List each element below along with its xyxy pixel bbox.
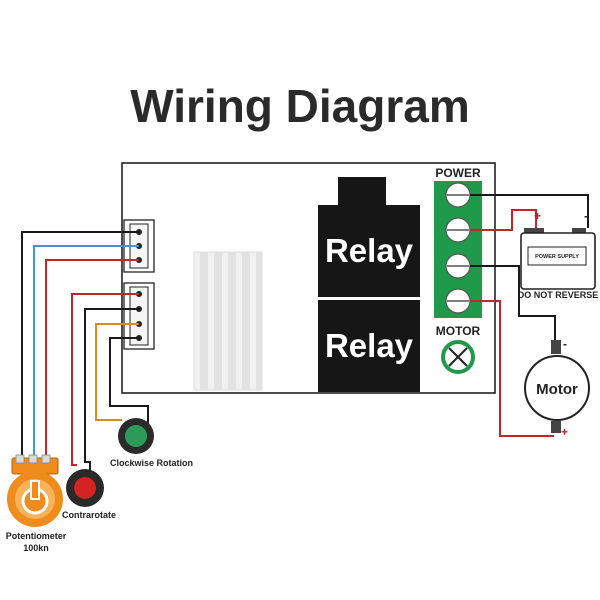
contrarotate-button: Contrarotate <box>62 469 116 520</box>
potentiometer-label-line1: Potentiometer <box>6 531 67 541</box>
wire-common-black-2 <box>109 337 149 424</box>
do-not-reverse-warning: DO NOT REVERSE <box>518 290 599 300</box>
motor-positive-sign: + <box>561 425 568 439</box>
wire-power-positive <box>470 209 537 231</box>
power-supply-negative-sign: - <box>584 209 588 223</box>
switch-connector <box>123 282 155 350</box>
motor: Motor - + <box>524 337 590 439</box>
power-supply: POWER SUPPLY DO NOT REVERSE + - <box>518 209 599 300</box>
wire-contrarotate-red <box>71 293 139 466</box>
motor-label: Motor <box>536 381 578 398</box>
power-wires <box>470 194 589 437</box>
relay-top-label: Relay <box>325 232 414 269</box>
power-supply-positive-sign: + <box>534 209 541 223</box>
terminal-screw-3 <box>445 253 471 279</box>
controller-board <box>121 162 496 394</box>
terminal-block: POWER MOTOR <box>434 166 482 374</box>
motor-indicator-icon <box>441 340 475 374</box>
relay-top: Relay <box>318 177 420 297</box>
clockwise-button: Clockwise Rotation <box>110 418 193 468</box>
heatsink <box>193 251 263 391</box>
terminal-screw-1 <box>445 182 471 208</box>
wire-pot-blue <box>33 245 139 458</box>
wire-motor-positive <box>470 300 554 437</box>
terminal-screw-4 <box>445 288 471 314</box>
power-supply-label: POWER SUPPLY <box>535 254 579 260</box>
power-terminal-label: POWER <box>435 166 481 180</box>
wire-common-black-1 <box>84 308 139 472</box>
page-title: Wiring Diagram <box>130 80 470 132</box>
potentiometer: Potentiometer 100kn <box>6 454 67 553</box>
terminal-screw-2 <box>445 217 471 243</box>
switch-wires <box>71 293 149 472</box>
potentiometer-label-line2: 100kn <box>23 543 49 553</box>
motor-negative-sign: - <box>563 337 567 351</box>
motor-terminal-label: MOTOR <box>436 324 481 338</box>
relay-bottom-label: Relay <box>325 327 414 364</box>
wire-motor-negative <box>470 265 556 340</box>
contrarotate-label: Contrarotate <box>62 510 116 520</box>
wire-power-negative <box>470 194 589 228</box>
wire-pot-red <box>45 259 139 458</box>
wire-pot-black <box>21 231 139 458</box>
clockwise-label: Clockwise Rotation <box>110 458 193 468</box>
relay-bottom: Relay <box>318 300 420 392</box>
wire-clockwise-orange <box>95 323 139 421</box>
potentiometer-wires <box>21 231 139 458</box>
